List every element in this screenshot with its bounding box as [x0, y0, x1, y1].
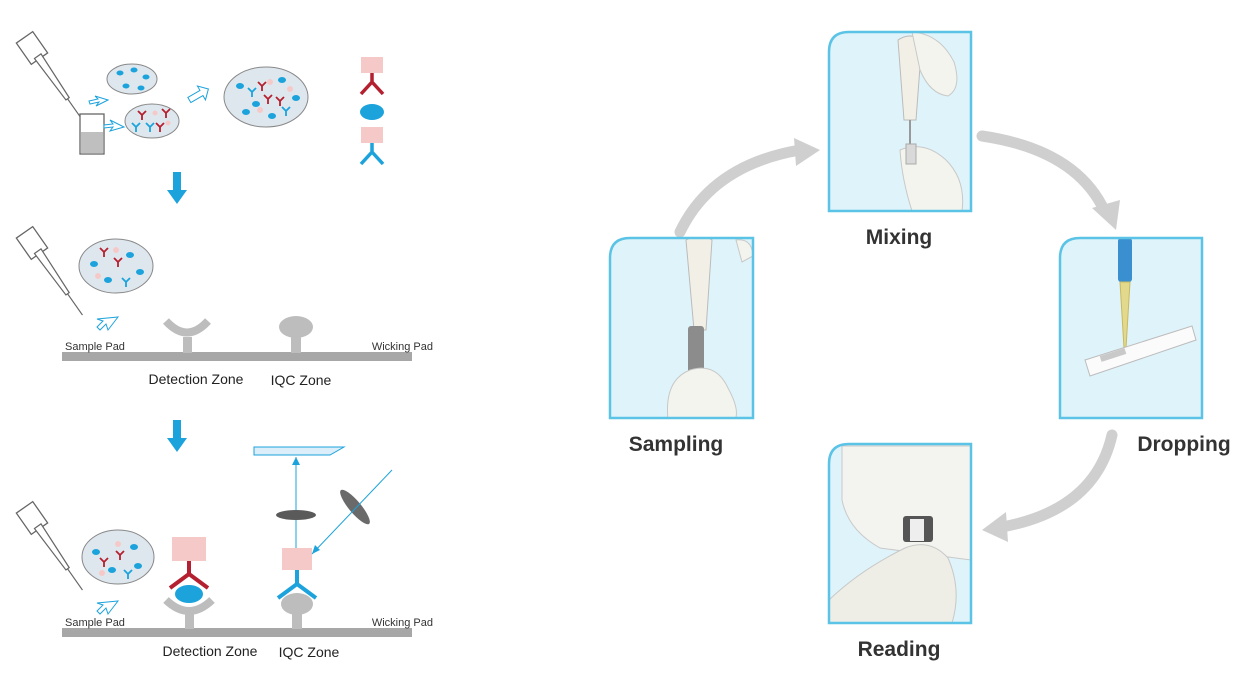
sampling-label: Sampling — [629, 433, 724, 456]
legend-red-antibody-icon — [359, 57, 385, 96]
sample-tube — [79, 113, 105, 155]
outline-arrow-icon — [88, 85, 210, 132]
iqc-capture-icon — [279, 316, 313, 338]
gloved-hand-icon — [911, 32, 958, 97]
gloved-hand-icon — [829, 544, 957, 623]
cycle-arrows — [674, 130, 1118, 533]
legend-antigen-icon — [360, 104, 384, 120]
sample-pad-label: Sample Pad — [65, 617, 125, 629]
detection-zone-label: Detection Zone — [149, 371, 244, 387]
arrowhead-icon — [982, 512, 1008, 542]
mixing-label: Mixing — [866, 226, 933, 249]
reading-card — [827, 442, 973, 625]
panel-1-sample-mixing — [15, 30, 385, 166]
down-arrow-icon — [167, 172, 187, 204]
test-principle-diagram: Sample Pad Wicking Pad Detection Zone IQ… — [15, 30, 433, 660]
reagent-dish-2 — [124, 103, 180, 139]
test-strip — [62, 352, 412, 361]
panel-3-detection: Sample Pad Wicking Pad Detection Zone IQ… — [15, 446, 433, 660]
dropping-card — [1058, 236, 1204, 420]
legend-blue-antibody-icon — [359, 127, 385, 166]
arrow-sampling-to-mixing — [674, 144, 806, 238]
pipette-icon — [15, 225, 84, 316]
sampling-card — [608, 236, 755, 420]
detection-zone-signal — [163, 537, 215, 629]
sample-tube-photo-icon — [905, 143, 917, 165]
sample-tube-photo-icon — [688, 326, 704, 376]
pipette-icon — [15, 30, 84, 121]
gloved-hand-icon — [666, 367, 737, 418]
pipette-photo-icon — [1118, 238, 1132, 282]
mixed-reaction-dish — [223, 66, 309, 128]
wicking-pad-label: Wicking Pad — [372, 341, 433, 353]
reacted-sample-dish — [81, 529, 155, 585]
arrowhead-icon — [794, 138, 820, 166]
pipette-icon — [15, 500, 84, 591]
flow-arrow-icon — [96, 600, 120, 616]
flow-arrow-icon — [96, 316, 120, 332]
reagent-dish-1 — [106, 63, 158, 95]
down-arrow-icon — [167, 420, 187, 452]
arrowhead-icon — [1092, 200, 1120, 230]
panel-2-sample-loading: Sample Pad Wicking Pad Detection Zone IQ… — [15, 225, 433, 388]
test-cassette-icon — [1084, 325, 1197, 377]
iqc-zone-signal — [276, 548, 318, 629]
arrow-mixing-to-dropping — [976, 130, 1111, 218]
arrow-dropping-to-reading — [996, 429, 1118, 533]
sample-pad-label: Sample Pad — [65, 341, 125, 353]
reading-label: Reading — [858, 638, 941, 661]
dropping-label: Dropping — [1137, 433, 1230, 456]
workflow-cycle-diagram: Sampling Mixing Dropping — [608, 30, 1231, 661]
detection-capture-icon — [163, 318, 211, 337]
optical-reader-icon — [253, 446, 393, 555]
mixing-card — [827, 30, 973, 213]
sample-droplet-dish — [78, 238, 154, 294]
test-strip — [62, 628, 412, 637]
iqc-zone-label: IQC Zone — [271, 372, 332, 388]
iqc-zone-label: IQC Zone — [279, 644, 340, 660]
wicking-pad-label: Wicking Pad — [372, 617, 433, 629]
detection-zone-label: Detection Zone — [163, 643, 258, 659]
